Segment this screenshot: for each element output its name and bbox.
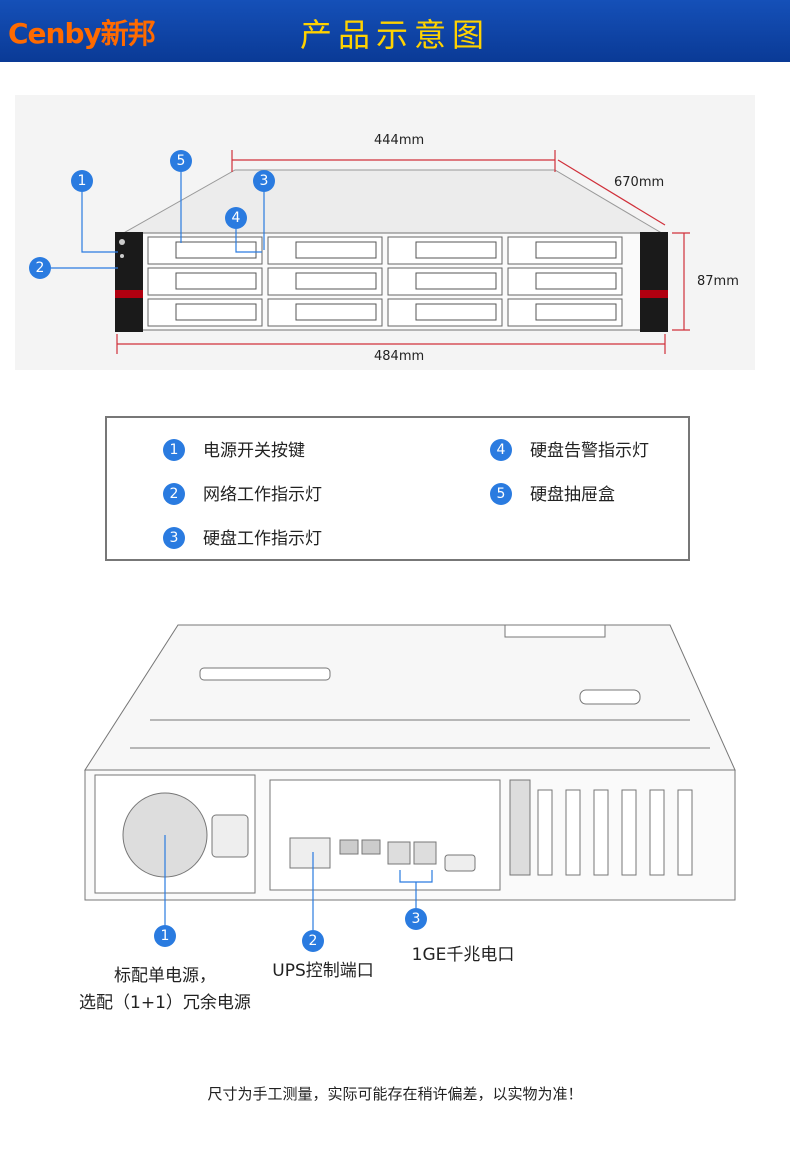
legend-label: 硬盘工作指示灯 [203, 529, 322, 549]
rear-callout-caption: 标配单电源， 选配（1+1）冗余电源 [60, 961, 270, 1013]
callout-badge: 3 [405, 908, 427, 930]
callout-badge: 1 [71, 170, 93, 192]
caption-line: 标配单电源， [114, 966, 216, 986]
callout-badge: 2 [302, 930, 324, 952]
legend-label: 电源开关按键 [203, 441, 305, 461]
dim-width-label: 444mm [374, 133, 425, 148]
legend-badge: 5 [490, 483, 512, 505]
legend-item: 2 网络工作指示灯 [163, 480, 322, 506]
page-title: 产品示意图 [300, 16, 491, 54]
legend-label: 网络工作指示灯 [203, 485, 322, 505]
legend-label: 硬盘告警指示灯 [530, 441, 649, 461]
legend-item: 5 硬盘抽屉盒 [490, 480, 615, 506]
brand-logo: Cenby新邦 [8, 17, 156, 50]
legend-label: 硬盘抽屉盒 [530, 485, 615, 505]
callout-badge: 3 [253, 170, 275, 192]
front-view-drawing [51, 150, 690, 354]
legend-badge: 2 [163, 483, 185, 505]
legend-badge: 1 [163, 439, 185, 461]
rear-callout-caption: UPS控制端口 [272, 961, 374, 981]
legend-badge: 4 [490, 439, 512, 461]
callout-badge: 4 [225, 207, 247, 229]
legend-badge: 3 [163, 527, 185, 549]
legend-item: 4 硬盘告警指示灯 [490, 436, 649, 462]
legend-box: 1 电源开关按键 2 网络工作指示灯 3 硬盘工作指示灯 4 硬盘告警指示灯 5 硬盘抽屉… [105, 416, 690, 561]
footnote: 尺寸为手工测量，实际可能存在稍许偏差，以实物为准！ [207, 1085, 583, 1103]
rear-callout-caption: 1GE千兆电口 [411, 945, 515, 965]
callout-badge: 2 [29, 257, 51, 279]
dim-depth-label: 670mm [614, 175, 665, 190]
header-banner: Cenby新邦 产品示意图 [0, 0, 790, 62]
rear-view-drawing [84, 624, 736, 930]
dim-height-label: 87mm [697, 274, 739, 289]
legend-item: 3 硬盘工作指示灯 [163, 524, 322, 550]
callout-badge: 5 [170, 150, 192, 172]
dim-total-width-label: 484mm [374, 349, 425, 364]
caption-line: 选配（1+1）冗余电源 [79, 993, 251, 1013]
callout-badge: 1 [154, 925, 176, 947]
legend-item: 1 电源开关按键 [163, 436, 305, 462]
